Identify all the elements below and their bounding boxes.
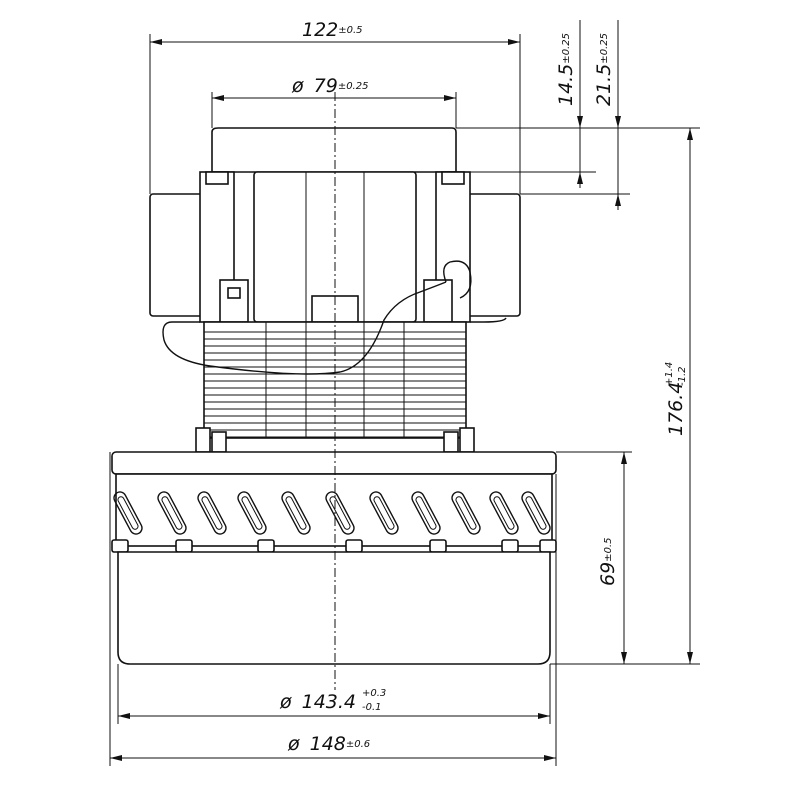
- dim-fan-height: 69±0.5: [597, 538, 619, 586]
- fan-vent-section: [115, 473, 553, 547]
- left-terminal: [219, 279, 249, 323]
- housing-tab: [257, 539, 275, 553]
- housing-tab: [429, 539, 447, 553]
- lead-wire-left: [162, 281, 447, 375]
- vent-slot: [369, 491, 399, 535]
- fan-lower-housing: [117, 551, 551, 665]
- lead-wire-right: [443, 260, 472, 299]
- fan-vents: [113, 491, 551, 535]
- dim-offset-1: 14.5±0.25: [555, 33, 577, 106]
- svg-text:+0.3: +0.3: [362, 688, 386, 699]
- svg-text:-1.2: -1.2: [677, 366, 688, 386]
- housing-tab: [501, 539, 519, 553]
- svg-text:-0.1: -0.1: [362, 702, 382, 713]
- motor-body: [111, 127, 557, 665]
- vent-slot: [325, 491, 355, 535]
- left-bracket-top: [205, 171, 229, 185]
- dimension-lines: [109, 20, 700, 766]
- vent-slot: [489, 491, 519, 535]
- svg-text:69±0.5: 69±0.5: [597, 538, 619, 586]
- right-stud: [459, 427, 475, 453]
- housing-tab: [345, 539, 363, 553]
- svg-text:14.5±0.25: 14.5±0.25: [555, 33, 577, 106]
- fan-housing-rim: [111, 451, 557, 475]
- housing-tab: [175, 539, 193, 553]
- vent-slot: [411, 491, 441, 535]
- right-terminal: [423, 279, 453, 323]
- vent-slot: [113, 491, 143, 535]
- svg-text:+1.4: +1.4: [664, 362, 675, 386]
- svg-text:21.5±0.25: 21.5±0.25: [593, 33, 615, 106]
- dim-overall-width: 122±0.5: [302, 19, 363, 41]
- vent-slot: [451, 491, 481, 535]
- housing-tab: [539, 539, 557, 553]
- dim-total-height: 176.4 +1.4 -1.2: [664, 362, 688, 436]
- svg-text:176.4: 176.4: [665, 382, 687, 436]
- vent-slot: [157, 491, 187, 535]
- vent-slot: [197, 491, 227, 535]
- fan-tabs: [111, 539, 557, 553]
- motor-top-cap: [211, 127, 457, 173]
- vent-slot: [281, 491, 311, 535]
- left-stud: [195, 427, 211, 453]
- vent-slot: [521, 491, 551, 535]
- housing-tab: [111, 539, 129, 553]
- dim-offset-2: 21.5±0.25: [593, 33, 615, 106]
- right-bracket-top: [441, 171, 465, 185]
- vent-slot: [237, 491, 267, 535]
